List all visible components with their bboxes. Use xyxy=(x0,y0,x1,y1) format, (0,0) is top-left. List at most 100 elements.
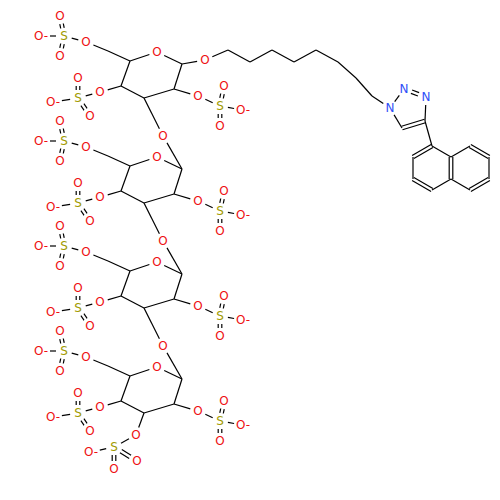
bond-line xyxy=(121,401,144,413)
atom-label: O xyxy=(84,110,95,122)
bond-line xyxy=(108,156,130,166)
atom-label: O xyxy=(199,54,210,66)
bond-line xyxy=(63,254,65,258)
bond-line xyxy=(205,99,212,102)
bond-line xyxy=(72,248,79,250)
bond-line xyxy=(121,166,130,191)
bond-line xyxy=(79,191,80,195)
bond-line xyxy=(223,94,225,98)
bond-line xyxy=(144,203,159,234)
bond-line xyxy=(63,149,65,153)
atom-label: O xyxy=(192,300,203,312)
atom-label: O xyxy=(214,225,225,237)
bond-line xyxy=(84,314,87,319)
atom-label: O xyxy=(218,395,229,407)
bond-line xyxy=(63,44,65,48)
bond-line xyxy=(449,157,450,179)
bond-line xyxy=(164,56,182,65)
bond-line xyxy=(130,55,149,62)
atom-label: O xyxy=(54,10,65,22)
atom-label: O xyxy=(80,351,91,363)
bond-line xyxy=(294,50,316,62)
bond-line xyxy=(76,86,77,90)
bond-line xyxy=(223,304,225,308)
bond-line xyxy=(115,455,116,461)
bond-line xyxy=(218,429,219,433)
atom-label: O xyxy=(94,401,105,413)
bond-line xyxy=(93,150,108,156)
bond-line xyxy=(395,95,400,101)
bond-line xyxy=(108,296,121,300)
bond-line xyxy=(228,107,234,108)
bond-line xyxy=(219,409,221,413)
atom-label: O- xyxy=(33,30,49,42)
bond-line xyxy=(432,146,451,157)
atom-label: O xyxy=(54,325,65,337)
bond-line xyxy=(84,209,87,214)
bond-line xyxy=(174,89,190,94)
atom-label: O xyxy=(192,195,203,207)
atom-label: O xyxy=(192,405,203,417)
atom-label: S xyxy=(215,310,225,322)
bond-line xyxy=(272,50,294,62)
bond-line xyxy=(121,439,129,443)
atom-label: O xyxy=(151,46,162,58)
atom-label: O xyxy=(72,282,83,294)
bond-line xyxy=(63,129,65,133)
atom-label: O xyxy=(131,455,142,467)
bond-line xyxy=(121,296,144,308)
bond-line xyxy=(86,409,93,411)
bond-line xyxy=(167,248,182,274)
bond-line xyxy=(63,234,65,238)
atom-label: S xyxy=(73,302,83,314)
bond-line xyxy=(221,324,222,328)
bond-line xyxy=(59,339,61,343)
bond-line xyxy=(121,271,130,296)
bond-line xyxy=(219,94,221,98)
bond-line xyxy=(112,455,113,461)
atom-label: O xyxy=(214,435,225,447)
atom-label: O xyxy=(214,120,225,132)
bond-line xyxy=(403,123,426,130)
bond-line xyxy=(174,299,190,304)
bond-line xyxy=(108,51,130,61)
bond-line xyxy=(76,191,77,195)
atom-label: O- xyxy=(45,306,61,318)
atom-label: O xyxy=(72,72,83,84)
atom-label: O- xyxy=(45,96,61,108)
bond-line xyxy=(50,140,56,141)
atom-label: O xyxy=(157,130,168,142)
bond-line xyxy=(108,191,121,195)
bond-line xyxy=(72,38,79,40)
bond-line xyxy=(59,359,61,363)
bond-line xyxy=(469,177,488,188)
atom-label: O xyxy=(54,365,65,377)
bond-line xyxy=(452,157,453,179)
atom-label: O- xyxy=(235,419,251,431)
atom-label: S xyxy=(73,407,83,419)
bond-line xyxy=(63,339,65,343)
bond-line xyxy=(250,50,272,62)
bond-line xyxy=(144,194,174,203)
bond-line xyxy=(62,309,70,310)
atom-label: O xyxy=(157,235,168,247)
bond-line xyxy=(79,86,80,90)
bond-line xyxy=(205,204,212,207)
bond-line xyxy=(218,324,219,328)
bond-line xyxy=(50,245,56,246)
atom-label: O xyxy=(72,177,83,189)
bond-line xyxy=(424,105,426,121)
atom-label: O- xyxy=(45,201,61,213)
bond-line xyxy=(221,429,222,433)
bond-line xyxy=(84,419,87,424)
bond-line xyxy=(50,350,56,351)
bond-line xyxy=(219,304,221,308)
bond-line xyxy=(218,219,219,223)
bond-line xyxy=(59,44,61,48)
bond-line xyxy=(63,359,65,363)
atom-label: O xyxy=(84,320,95,332)
bond-line xyxy=(221,114,222,118)
atom-label: O xyxy=(84,215,95,227)
bond-line xyxy=(167,353,182,379)
bond-line xyxy=(86,199,93,201)
